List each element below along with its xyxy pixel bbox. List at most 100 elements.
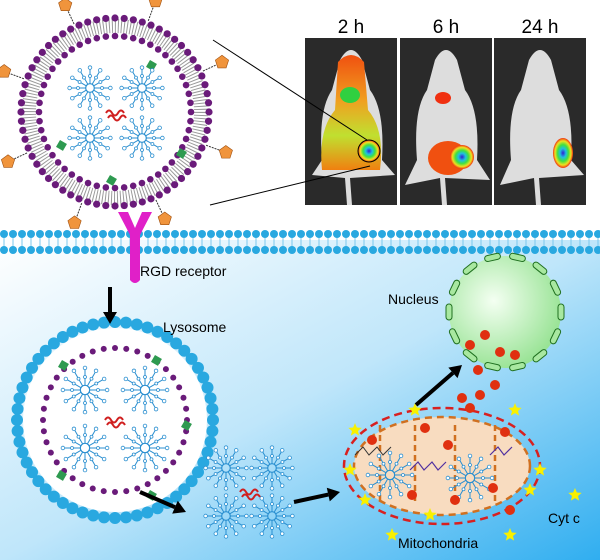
dendrimer-terminal	[63, 456, 69, 462]
lipid-head	[147, 21, 155, 29]
lipid-head	[201, 135, 209, 143]
dendrimer-node	[156, 388, 160, 392]
lipid-head	[194, 64, 202, 72]
liposome-nanoparticle	[0, 0, 233, 229]
dendrimer-node	[212, 466, 216, 470]
lipid-head	[155, 191, 163, 199]
lipid-head	[360, 230, 368, 238]
dendrimer-terminal	[223, 534, 229, 539]
lipid-head	[100, 488, 107, 495]
cytc-star	[503, 528, 517, 541]
lipid-head	[558, 246, 566, 254]
cytochrome-c	[505, 505, 515, 515]
dendrimer-node	[71, 439, 76, 444]
lipid-head	[432, 246, 440, 254]
dendrimer-terminal	[241, 476, 246, 481]
arrow-cytc-release	[414, 365, 462, 407]
rgd-ligand	[0, 64, 12, 78]
lipid-head	[63, 246, 71, 254]
dendrimer-terminal	[409, 472, 415, 478]
dendrimer-terminal	[122, 95, 127, 101]
dendrimer-terminal	[287, 503, 292, 508]
dendrimer-node	[83, 375, 87, 379]
dendrimer-terminal	[129, 118, 134, 123]
drug-molecule	[104, 416, 124, 424]
lipid-head	[123, 488, 130, 495]
dendrimer-node	[89, 457, 94, 462]
lysosome-membrane-head	[191, 361, 204, 374]
lysosome-membrane-head	[206, 424, 219, 437]
hydrophobic-drug	[176, 148, 187, 159]
lysosome-membrane-head	[20, 371, 33, 384]
cytc-star	[358, 493, 372, 506]
dendrimer-node	[146, 146, 150, 151]
dendrimer-terminal	[70, 145, 75, 151]
dendrimer-terminal	[161, 434, 167, 440]
cytc-star	[385, 528, 399, 541]
dendrimer-terminal	[376, 453, 382, 459]
dendrimer-node	[94, 452, 99, 457]
lipid-head	[198, 144, 206, 152]
peg-chain	[205, 144, 227, 153]
lipid-head	[108, 246, 116, 254]
dendrimer-node	[89, 399, 94, 404]
lipid-head	[90, 246, 98, 254]
rgd-ligand	[218, 145, 233, 159]
dendrimer-terminal	[259, 483, 264, 488]
dendrimer-node	[76, 136, 80, 140]
dendrimer-terminal	[287, 524, 292, 529]
dendrimer-node	[230, 503, 234, 508]
cytc-star	[523, 483, 537, 496]
lipid-head	[79, 481, 86, 488]
lipid-head	[205, 108, 213, 116]
cytochrome-c	[367, 435, 377, 445]
lysosome-membrane-head	[47, 337, 60, 350]
dendrimer-terminal	[233, 483, 239, 488]
lipid-head	[513, 246, 521, 254]
lipid-head	[531, 246, 539, 254]
lipid-head	[396, 246, 404, 254]
dendrimer-terminal	[93, 464, 99, 470]
lysosome-membrane-head	[16, 446, 29, 459]
dendrimer-node	[71, 381, 76, 386]
dendrimer-terminal	[206, 524, 211, 529]
dendrimer-terminal	[129, 68, 134, 73]
lipid-head	[567, 230, 575, 238]
lipid-head	[102, 33, 110, 40]
dendrimer-terminal	[123, 434, 129, 440]
lipid-head	[84, 37, 92, 45]
dendrimer-terminal	[269, 493, 275, 498]
lipid-head	[261, 246, 269, 254]
dendrimer-node	[96, 446, 100, 450]
rgd-ligand	[157, 211, 172, 225]
dendrimer-terminal	[387, 494, 393, 500]
lysosome-lumen	[23, 328, 207, 512]
dendrimer-terminal	[290, 513, 295, 519]
lipid-head	[184, 48, 192, 56]
dendrimer-node	[276, 524, 280, 529]
dendrimer-terminal	[104, 387, 110, 393]
dendrimer-terminal	[406, 461, 412, 467]
lipid-head	[112, 489, 118, 495]
lysosome-membrane-head	[191, 466, 204, 479]
lipid-head	[147, 175, 154, 183]
drug-molecule	[239, 488, 259, 496]
arrow-mito-targeting	[293, 487, 340, 504]
dendrimer-terminal	[87, 115, 93, 120]
lipid-head	[522, 246, 530, 254]
dendrimer-terminal	[87, 106, 93, 111]
lipid-head	[243, 230, 251, 238]
dendrimer-terminal	[213, 448, 218, 453]
lysosome-membrane-head	[197, 456, 210, 469]
hydrophobic-drug	[180, 420, 192, 431]
lipid-head	[315, 230, 323, 238]
lipid-head	[47, 449, 54, 456]
lysosome-membrane-head	[141, 321, 154, 334]
lipid-head	[93, 182, 101, 190]
arrow-head	[172, 500, 186, 514]
rgd-ligand	[58, 0, 73, 11]
lipid-head	[495, 246, 503, 254]
lipid-head	[36, 246, 44, 254]
lipid-head	[225, 230, 233, 238]
dendrimer-terminal	[149, 153, 155, 158]
